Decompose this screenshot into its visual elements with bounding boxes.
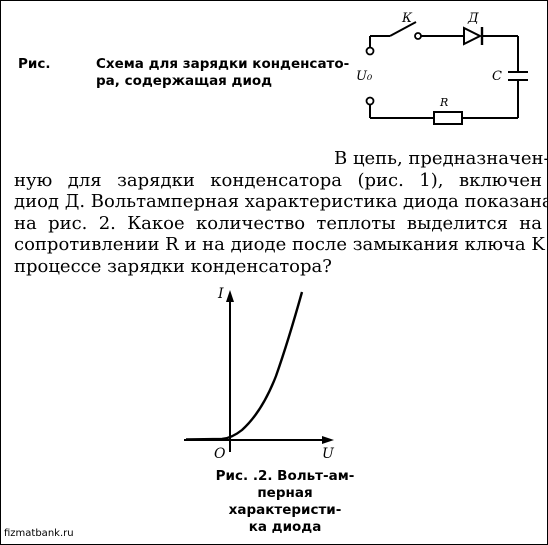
y-axis-label: I xyxy=(217,286,224,302)
origin-label: O xyxy=(214,446,226,462)
figure2-caption-line2: перная характеристи- xyxy=(228,485,342,518)
figure1-label: Рис. xyxy=(18,56,51,72)
problem-line: диод Д. Вольтамперная характеристика дио… xyxy=(14,191,548,212)
problem-text: В цепь, предназначен- ную для зарядки ко… xyxy=(14,148,548,277)
figure2-caption-line3: ка диода xyxy=(248,519,322,535)
switch-label: К xyxy=(401,11,413,26)
source-label: U₀ xyxy=(356,69,373,84)
iv-characteristic-graph: I U O xyxy=(184,286,335,462)
terminal-top xyxy=(365,46,375,56)
resistor xyxy=(433,111,463,125)
figure1-caption-text: Схема для зарядки конденсато- ра, содерж… xyxy=(96,56,356,90)
diode-triangle xyxy=(463,26,483,46)
x-axis-arrow xyxy=(322,436,334,444)
problem-line: В цепь, предназначен- xyxy=(334,148,548,169)
resistor-label: R xyxy=(439,96,448,109)
figure2-caption: Рис. .2. Вольт-ам- перная характеристи- … xyxy=(210,468,360,536)
x-axis-label: U xyxy=(322,446,335,462)
y-axis-arrow xyxy=(226,290,234,302)
figure2-caption-line1: Рис. .2. Вольт-ам- xyxy=(215,468,355,484)
switch-blade xyxy=(389,21,417,37)
circuit-diagram: К Д U₀ C R xyxy=(356,11,528,125)
figure1-caption-line2: ра, содержащая диод xyxy=(96,73,273,89)
capacitor-label: C xyxy=(492,69,502,84)
diode-label: Д xyxy=(467,11,479,26)
problem-line: сопротивлении R и на диоде после замыкан… xyxy=(14,234,548,255)
switch-contact xyxy=(414,32,422,40)
figure1-caption-line1: Схема для зарядки конденсато- xyxy=(96,56,350,72)
problem-line: ную для зарядки конденсатора (рис. 1), в… xyxy=(14,169,542,191)
problem-line: на рис. 2. Какое количество теплоты выде… xyxy=(14,212,542,234)
watermark: fizmatbank.ru xyxy=(4,528,74,539)
terminal-bottom xyxy=(365,96,375,106)
problem-line: процессе зарядки конденсатора? xyxy=(14,255,332,277)
iv-curve xyxy=(185,291,304,441)
